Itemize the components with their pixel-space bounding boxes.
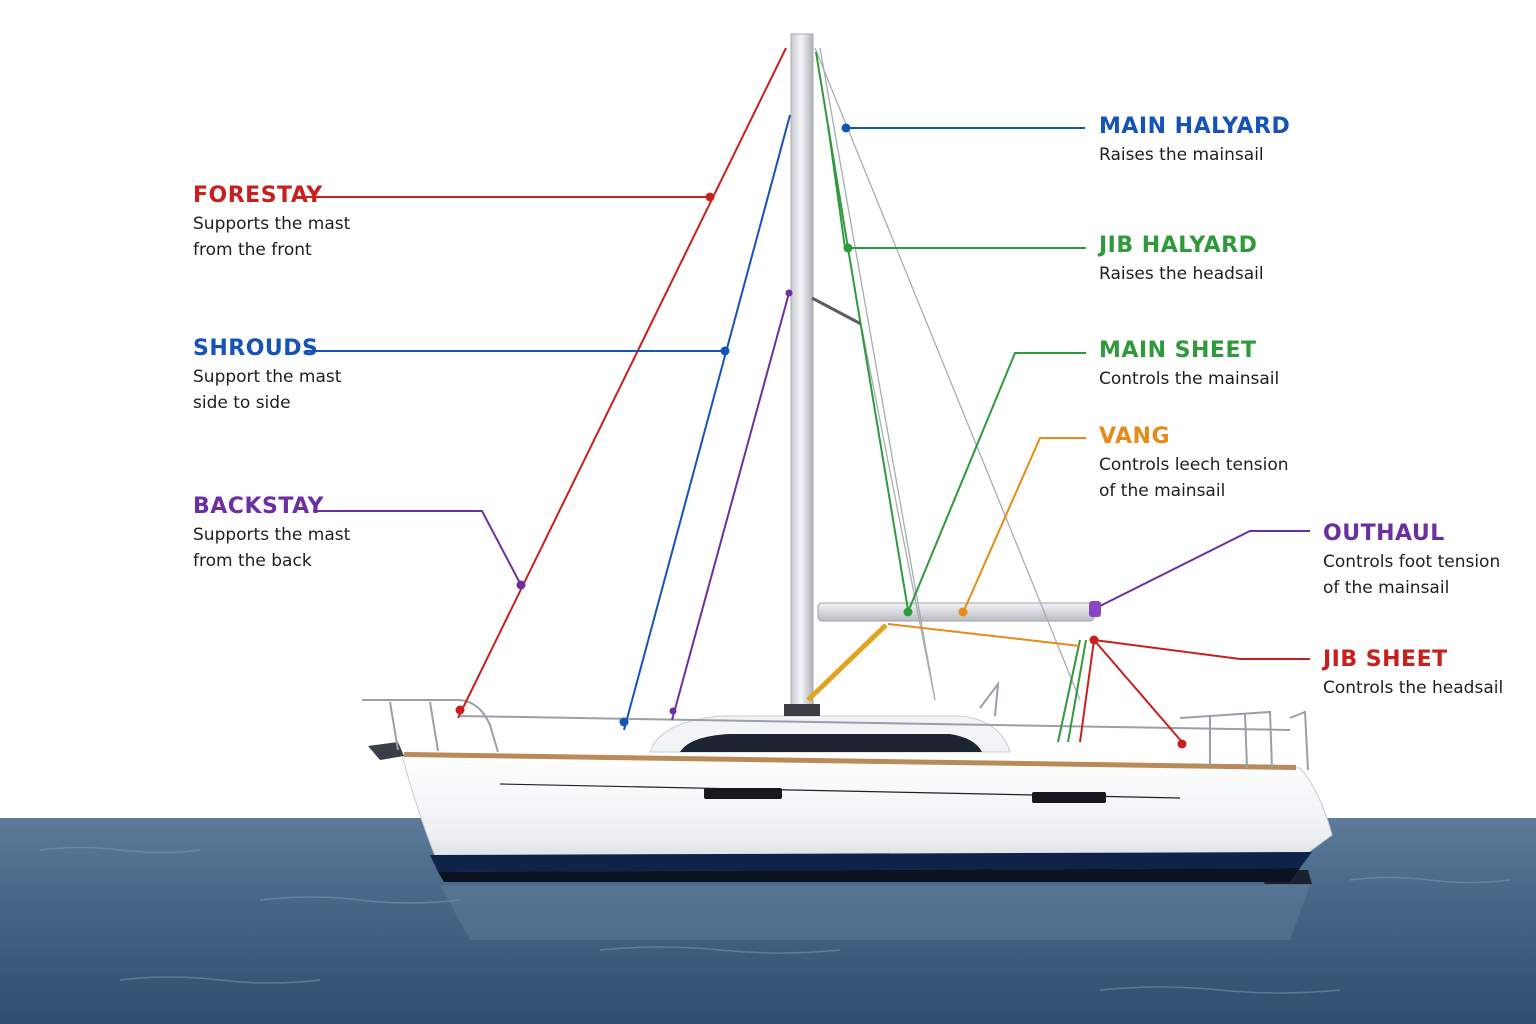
main-halyard-title: MAIN HALYARD: [1099, 114, 1291, 139]
backstay-anchor-dot: [669, 707, 677, 715]
main-halyard-label: MAIN HALYARD Raises the mainsail: [1099, 114, 1290, 168]
vang-title: VANG: [1099, 424, 1171, 449]
jib-halyard-line: [815, 51, 1086, 611]
vang-dot: [958, 607, 968, 617]
deck: [404, 752, 1296, 770]
jib-halyard-desc: Raises the headsail: [1099, 264, 1264, 284]
hull-stripe: [430, 852, 1312, 872]
outhaul-line: [1097, 530, 1310, 608]
shrouds-dot: [720, 346, 730, 356]
backstay-top-dot: [785, 289, 793, 297]
spreader: [811, 296, 862, 326]
jib-sheet-dot: [1089, 635, 1099, 645]
main-sheet-desc: Controls the mainsail: [1099, 369, 1280, 389]
main-sheet-label: MAIN SHEET Controls the mainsail: [1099, 338, 1279, 392]
lifelines: [362, 680, 1309, 771]
jib-halyard-title: JIB HALYARD: [1099, 233, 1258, 258]
sea-ripples: [39, 846, 1511, 994]
jib-sheet-title: JIB SHEET: [1323, 647, 1448, 672]
outhaul-title: OUTHAUL: [1323, 521, 1445, 546]
forestay-dot: [705, 192, 715, 202]
backstay-label: BACKSTAY Supports the mast from the back: [193, 494, 350, 574]
main-sheet-title: MAIN SHEET: [1099, 338, 1257, 363]
hull-bottom: [438, 868, 1300, 882]
backstay-desc-2: from the back: [193, 551, 312, 571]
outhaul-desc-2: of the mainsail: [1323, 578, 1450, 598]
main-halyard-dot: [841, 123, 851, 133]
vang-desc-1: Controls leech tension: [1099, 455, 1289, 475]
main-halyard-desc: Raises the mainsail: [1099, 145, 1264, 165]
shrouds-label: SHROUDS Support the mast side to side: [193, 336, 341, 416]
forestay-line: [303, 47, 787, 719]
anchor-icon: [368, 742, 404, 760]
outhaul-label: OUTHAUL Controls foot tension of the mai…: [1323, 521, 1500, 601]
main-sheet-line: [907, 352, 1087, 743]
shrouds-desc-1: Support the mast: [193, 367, 342, 387]
backstay-dot: [516, 580, 526, 590]
jib-sheet-desc: Controls the headsail: [1323, 678, 1504, 698]
forestay-desc-2: from the front: [193, 240, 312, 260]
jib-halyard-label: JIB HALYARD Raises the headsail: [1099, 233, 1264, 287]
rigging-wires: [814, 47, 1081, 701]
vang-line: [806, 437, 1086, 702]
forestay-title: FORESTAY: [193, 183, 323, 208]
mast: [790, 33, 814, 713]
mast-base: [784, 704, 820, 716]
forestay-label: FORESTAY Supports the mast from the fron…: [193, 183, 350, 263]
shrouds-title: SHROUDS: [193, 336, 319, 361]
vang-desc-2: of the mainsail: [1099, 481, 1226, 501]
outhaul-desc-1: Controls foot tension: [1323, 552, 1501, 572]
jib-sheet-label: JIB SHEET Controls the headsail: [1323, 647, 1503, 701]
shrouds-line: [305, 114, 791, 731]
outhaul-fitting: [1089, 601, 1101, 617]
hull: [401, 754, 1333, 869]
shrouds-anchor-dot: [619, 717, 629, 727]
boom: [817, 602, 1095, 622]
forestay-desc-1: Supports the mast: [193, 214, 351, 234]
jib-sheet-block-dot: [1177, 739, 1187, 749]
backstay-desc-1: Supports the mast: [193, 525, 351, 545]
vang-label: VANG Controls leech tension of the mains…: [1099, 424, 1289, 504]
main-sheet-dot: [903, 607, 913, 617]
backstay-line: [313, 292, 790, 721]
backstay-title: BACKSTAY: [193, 494, 324, 519]
hull-port-rear: [1032, 792, 1106, 803]
jib-halyard-dot: [843, 243, 853, 253]
cabin-windows: [680, 734, 982, 752]
boat-reflection: [440, 885, 1310, 940]
shrouds-desc-2: side to side: [193, 393, 291, 413]
jib-sheet-line: [1079, 639, 1310, 743]
hull-port-front: [704, 788, 782, 799]
forestay-anchor-dot: [455, 705, 465, 715]
